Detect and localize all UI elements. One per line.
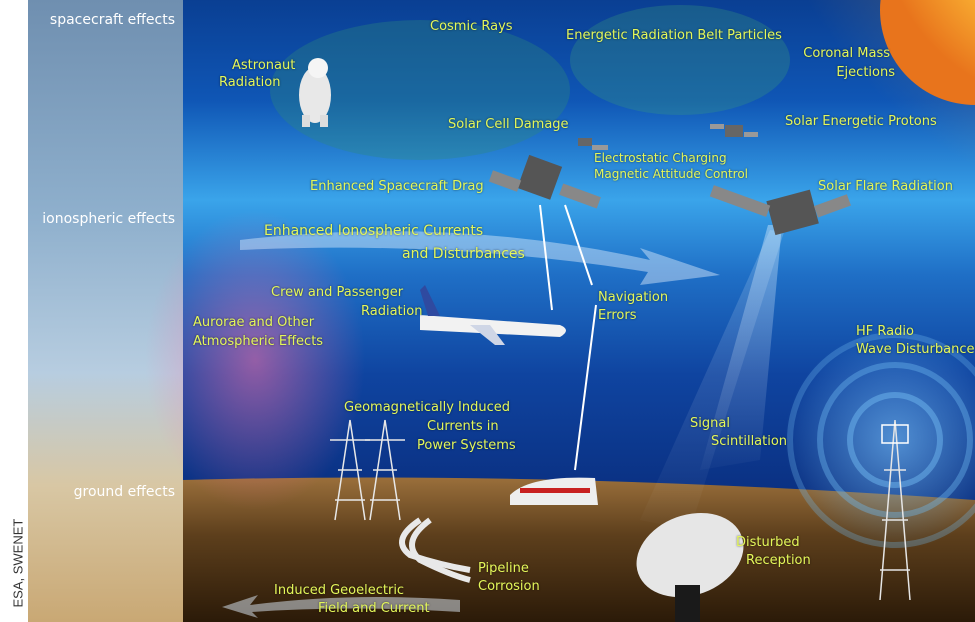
solar-cell-damage-label: Solar Cell Damage (448, 117, 569, 132)
charging-label-2: Magnetic Attitude Control (594, 167, 749, 181)
signal-scintillation-label-1: Signal (690, 416, 730, 431)
astronaut-label-1: Astronaut (232, 58, 296, 73)
satellite-drag-icon (488, 154, 601, 209)
solar-flare-label: Solar Flare Radiation (818, 179, 953, 194)
geoelectric-label-1: Induced Geoelectric (274, 583, 405, 598)
hf-radio-label-2: Wave Disturbance (856, 342, 975, 357)
gic-label-3: Power Systems (417, 438, 516, 453)
pipeline-corrosion-label-1: Pipeline (478, 561, 529, 576)
hf-radio-label-1: HF Radio (856, 324, 914, 339)
astronaut-label-2: Radiation (219, 75, 281, 90)
navigation-errors-label-1: Navigation (598, 290, 669, 305)
cell-tower-icon (879, 419, 911, 601)
ground-background (183, 477, 975, 622)
crew-radiation-label-2: Radiation (361, 304, 423, 319)
hf-radio-rings (785, 330, 975, 550)
image-credit: ESA, SWENET (10, 518, 26, 608)
cme-label-2: Ejections (836, 65, 895, 80)
disturbed-reception-label-1: Disturbed (736, 535, 800, 550)
crew-radiation-label-1: Crew and Passenger (271, 285, 404, 300)
scintillation-beam (640, 230, 784, 530)
spacecraft-drag-label: Enhanced Spacecraft Drag (310, 179, 484, 194)
satellite-small-icon (578, 138, 608, 150)
disturbed-reception-label-2: Reception (746, 553, 811, 568)
cme-label-1: Coronal Mass (803, 46, 890, 61)
ionospheric-current-arrow (240, 231, 720, 285)
aurorae-label-1: Aurorae and Other (193, 315, 315, 330)
geoelectric-arrow (222, 595, 460, 618)
hf-ring (817, 362, 973, 518)
cosmic-rays-label: Cosmic Rays (430, 19, 513, 34)
radiation-belt-label: Energetic Radiation Belt Particles (566, 28, 782, 43)
satellite-protons-icon (710, 124, 758, 137)
navigation-line (564, 204, 593, 286)
navigation-line (574, 304, 597, 471)
radiation-belt-haze (570, 5, 790, 115)
navigation-errors-label-2: Errors (598, 308, 637, 323)
charging-label-1: Electrostatic Charging (594, 151, 727, 165)
ionospheric-currents-label-1: Enhanced Ionospheric Currents (264, 223, 484, 239)
airplane-icon (420, 285, 566, 345)
gic-label-1: Geomagnetically Induced (344, 400, 510, 415)
pipeline-icon (399, 517, 471, 583)
solar-protons-label: Solar Energetic Protons (785, 114, 937, 129)
hf-ring (787, 332, 975, 548)
ionospheric-effects-label: ionospheric effects (42, 211, 175, 227)
spacecraft-effects-label: spacecraft effects (49, 12, 175, 28)
gic-label-2: Currents in (427, 419, 499, 434)
aurorae-label-2: Atmospheric Effects (193, 334, 324, 349)
power-pylon-icon (330, 419, 405, 521)
satellite-flare-icon (709, 185, 851, 236)
ground-effects-label: ground effects (73, 484, 175, 500)
aurora-glow (145, 210, 365, 510)
sun (880, 0, 975, 105)
train-icon (510, 477, 598, 505)
signal-scintillation-label-2: Scintillation (711, 434, 788, 449)
hf-ring (847, 392, 943, 488)
cosmic-ray-haze (270, 20, 570, 160)
pipeline-corrosion-label-2: Corrosion (478, 579, 540, 594)
satellite-dish-icon (636, 512, 744, 622)
navigation-line (539, 204, 553, 311)
ionospheric-currents-label-2: and Disturbances (402, 246, 525, 262)
geoelectric-label-2: Field and Current (318, 601, 430, 616)
astronaut-icon (299, 58, 331, 127)
